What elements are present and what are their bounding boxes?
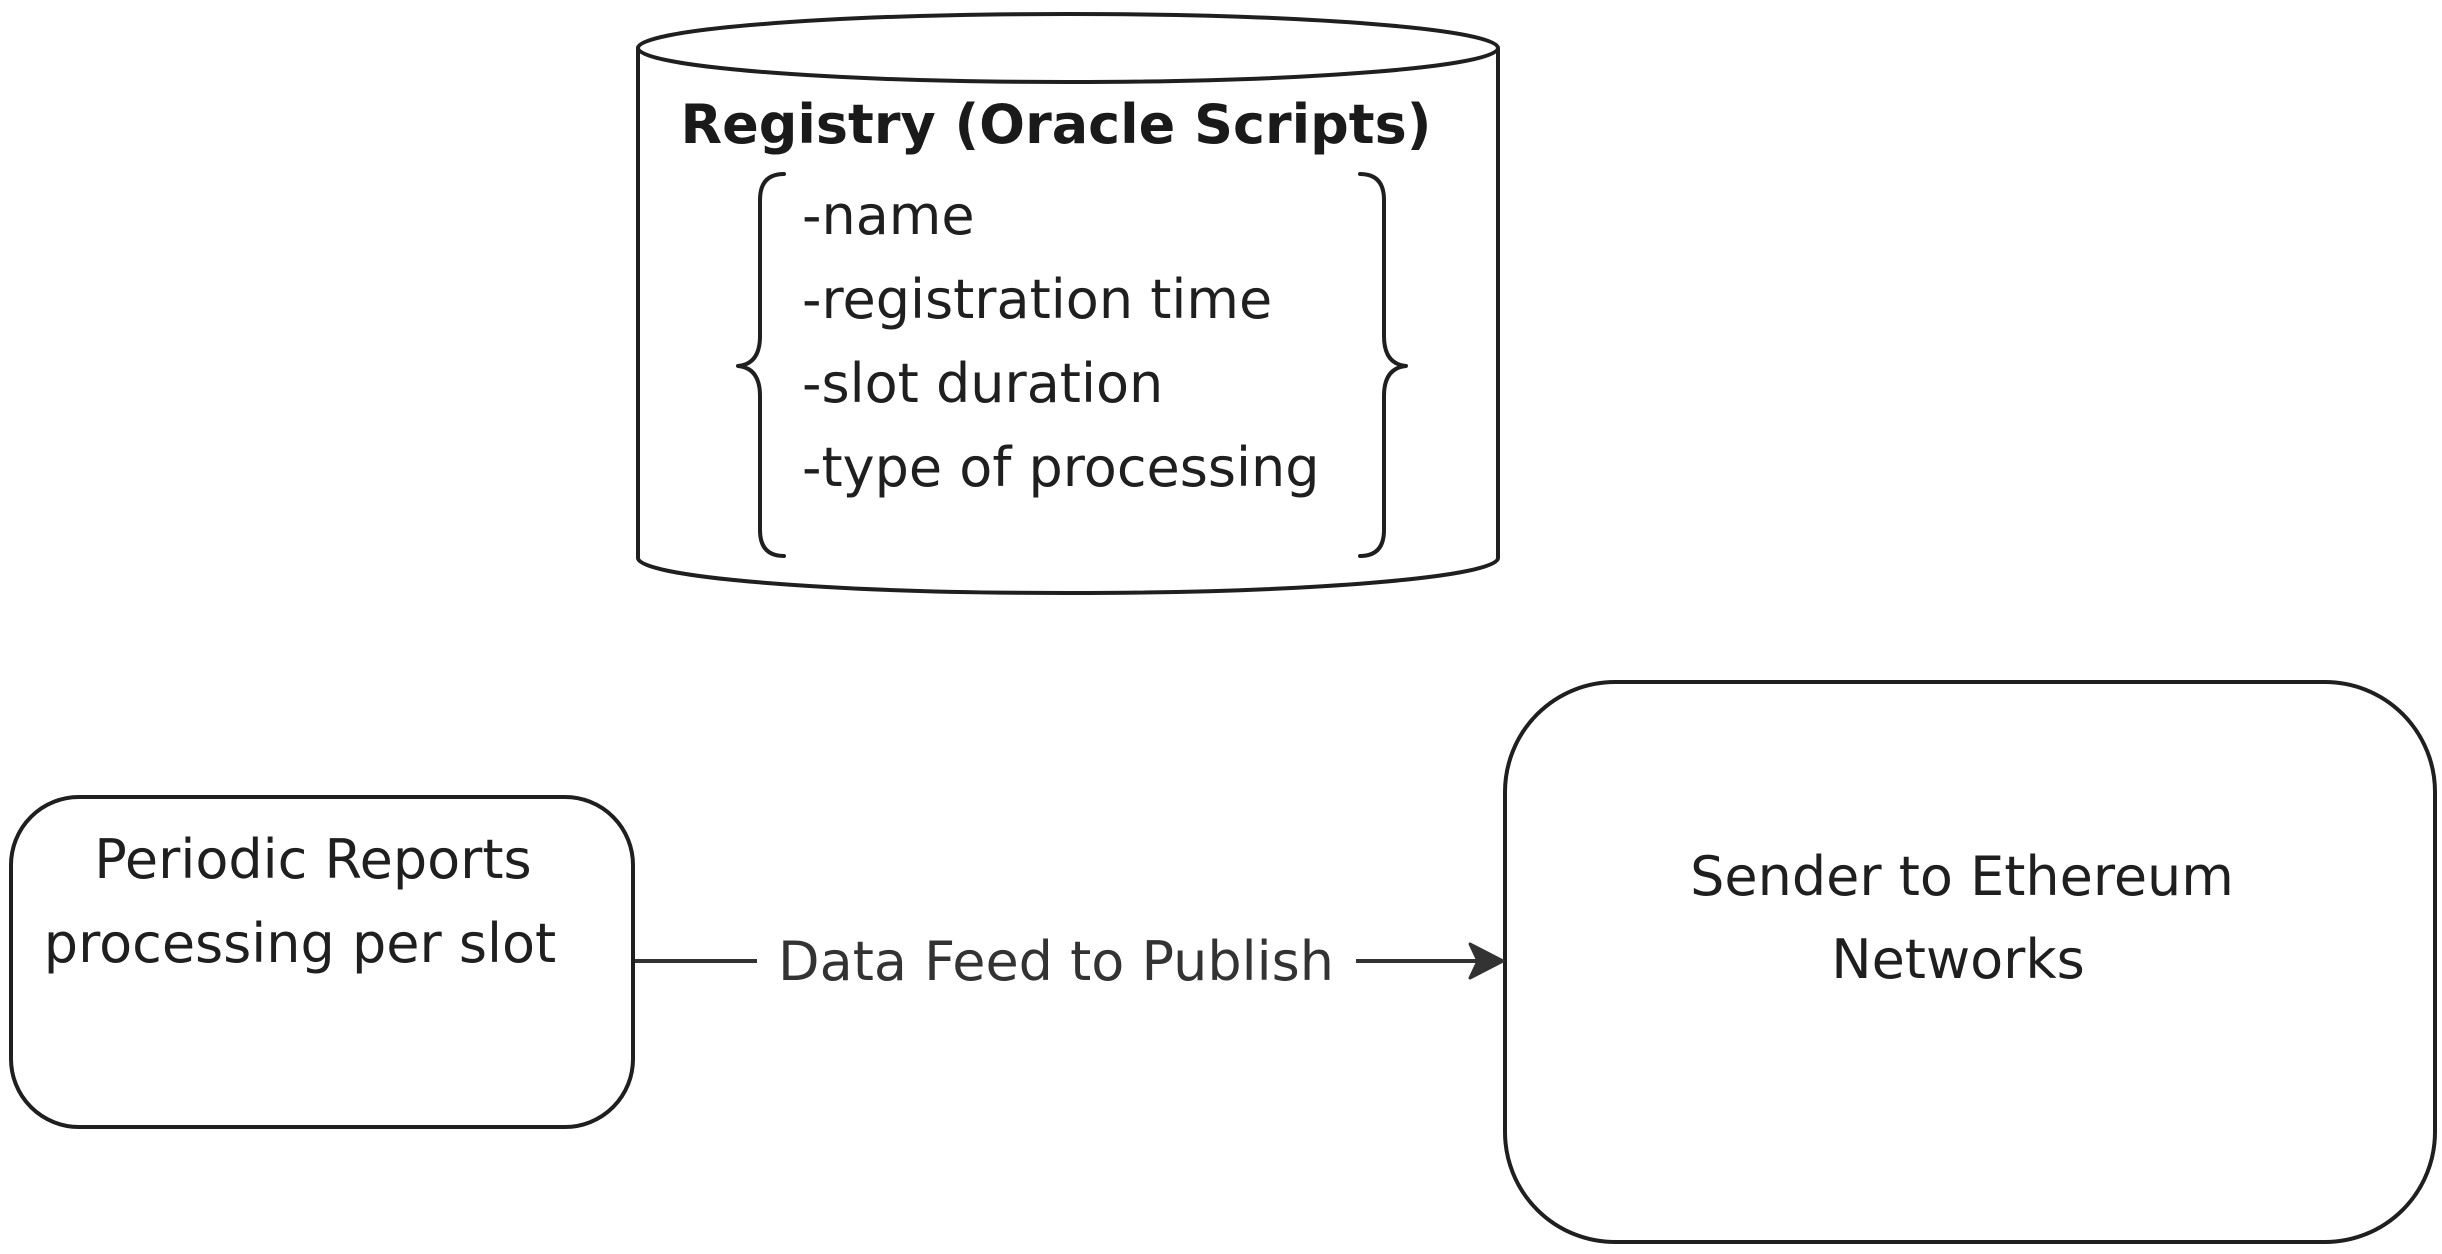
periodic-reports-box bbox=[9, 795, 635, 1129]
registry-cylinder-body bbox=[636, 48, 1500, 595]
sender-label-line-2: Networks bbox=[1831, 928, 2085, 991]
periodic-reports-node[interactable]: Periodic Reports processing per slot bbox=[9, 795, 635, 1129]
registry-field-registration-time: -registration time bbox=[802, 268, 1272, 331]
registry-database[interactable]: Registry (Oracle Scripts) -name -registr… bbox=[636, 12, 1500, 595]
edge-label: Data Feed to Publish bbox=[778, 930, 1334, 993]
arrowhead-icon bbox=[1468, 942, 1505, 980]
right-brace bbox=[1358, 172, 1408, 558]
periodic-reports-label-line-2: processing per slot bbox=[44, 912, 556, 975]
sender-label-line-1: Sender to Ethereum bbox=[1690, 845, 2234, 908]
sender-box bbox=[1503, 680, 2437, 1244]
sender-node[interactable]: Sender to Ethereum Networks bbox=[1503, 680, 2437, 1244]
left-brace bbox=[736, 172, 786, 558]
registry-field-type-of-processing: -type of processing bbox=[802, 436, 1320, 499]
registry-field-slot-duration: -slot duration bbox=[802, 352, 1163, 415]
registry-cylinder-top bbox=[636, 12, 1500, 84]
periodic-reports-label-line-1: Periodic Reports bbox=[94, 828, 531, 891]
registry-title: Registry (Oracle Scripts) bbox=[681, 93, 1432, 156]
registry-field-name: -name bbox=[802, 184, 975, 247]
data-feed-edge[interactable]: Data Feed to Publish bbox=[635, 930, 1505, 993]
